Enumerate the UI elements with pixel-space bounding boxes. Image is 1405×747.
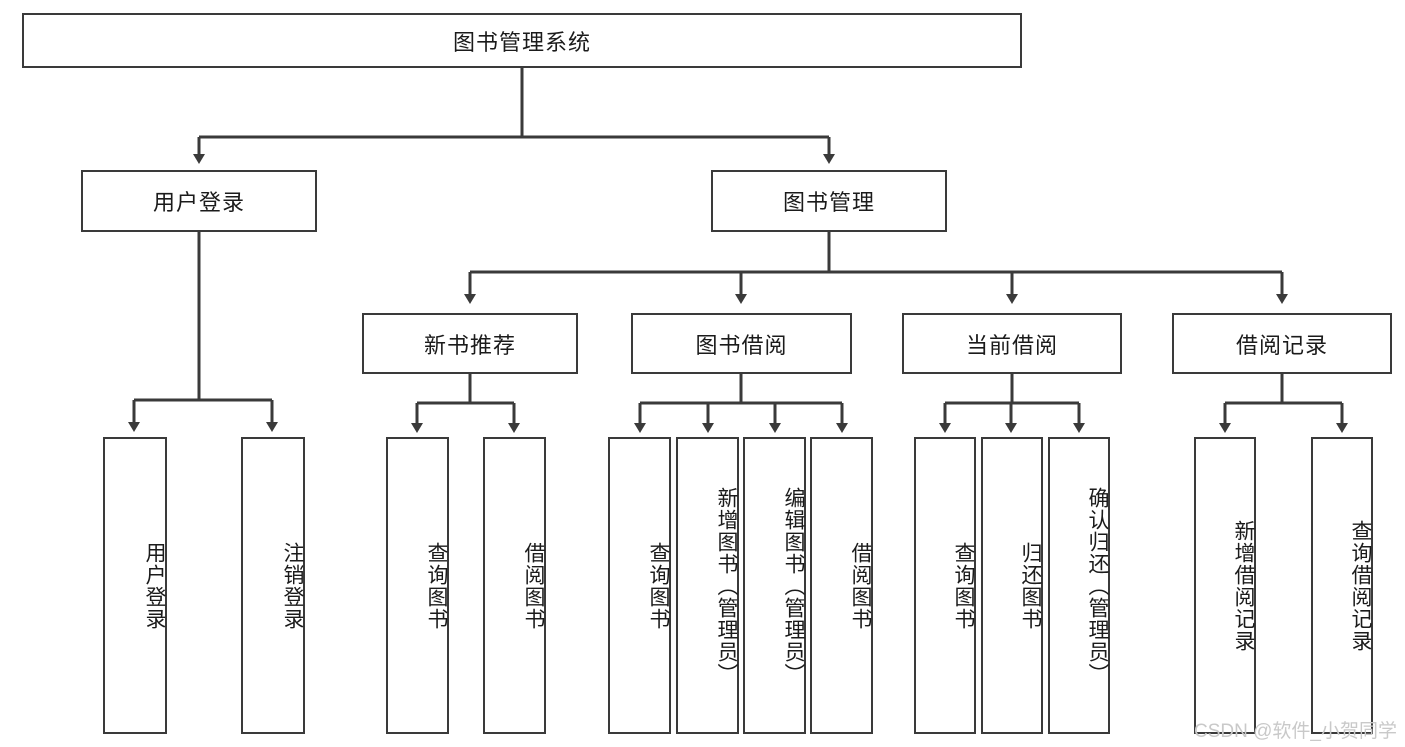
node-leaf-borrow-book-2-label: 借阅图书: [849, 541, 872, 630]
node-leaf-logout-label: 注销登录: [281, 541, 304, 630]
node-leaf-logout[interactable]: 注销登录: [241, 437, 305, 734]
node-leaf-query-book-2-label: 查询图书: [647, 541, 670, 630]
node-leaf-add-record[interactable]: 新增借阅记录: [1194, 437, 1256, 734]
node-borrow-record[interactable]: 借阅记录: [1172, 313, 1392, 374]
node-root[interactable]: 图书管理系统: [22, 13, 1022, 68]
node-leaf-query-book-2[interactable]: 查询图书: [608, 437, 671, 734]
node-current-borrow[interactable]: 当前借阅: [902, 313, 1122, 374]
node-borrow-record-label: 借阅记录: [1235, 332, 1328, 358]
node-leaf-query-record-label: 查询借阅记录: [1349, 519, 1372, 652]
node-leaf-edit-book-label: 编辑图书（管理员）: [782, 486, 805, 685]
node-leaf-borrow-book-2[interactable]: 借阅图书: [810, 437, 873, 734]
csdn-watermark: CSDN @软件_小贺同学: [1194, 721, 1397, 742]
node-leaf-user-login-label: 用户登录: [143, 541, 166, 630]
node-leaf-query-book-1[interactable]: 查询图书: [386, 437, 449, 734]
node-book-management[interactable]: 图书管理: [711, 170, 947, 232]
node-current-borrow-label: 当前借阅: [965, 332, 1058, 358]
node-book-borrow-label: 图书借阅: [695, 332, 788, 358]
node-leaf-user-login[interactable]: 用户登录: [103, 437, 167, 734]
node-leaf-add-record-label: 新增借阅记录: [1232, 519, 1255, 652]
node-leaf-query-book-3[interactable]: 查询图书: [914, 437, 976, 734]
node-leaf-borrow-book-1[interactable]: 借阅图书: [483, 437, 546, 734]
node-leaf-add-book[interactable]: 新增图书（管理员）: [676, 437, 739, 734]
node-leaf-query-book-1-label: 查询图书: [425, 541, 448, 630]
node-leaf-borrow-book-1-label: 借阅图书: [522, 541, 545, 630]
node-leaf-query-record[interactable]: 查询借阅记录: [1311, 437, 1373, 734]
node-new-book-recommend-label: 新书推荐: [423, 332, 516, 358]
node-book-management-label: 图书管理: [782, 190, 875, 215]
node-new-book-recommend[interactable]: 新书推荐: [362, 313, 578, 374]
node-user-login-label: 用户登录: [152, 190, 245, 215]
node-user-login[interactable]: 用户登录: [81, 170, 317, 232]
node-leaf-add-book-label: 新增图书（管理员）: [715, 486, 738, 685]
node-leaf-return-book[interactable]: 归还图书: [981, 437, 1043, 734]
node-leaf-edit-book[interactable]: 编辑图书（管理员）: [743, 437, 806, 734]
node-root-label: 图书管理系统: [452, 29, 591, 55]
node-leaf-confirm-return-label: 确认归还（管理员）: [1086, 486, 1109, 685]
node-leaf-query-book-3-label: 查询图书: [952, 541, 975, 630]
node-leaf-return-book-label: 归还图书: [1019, 541, 1042, 630]
node-leaf-confirm-return[interactable]: 确认归还（管理员）: [1048, 437, 1110, 734]
node-book-borrow[interactable]: 图书借阅: [631, 313, 852, 374]
